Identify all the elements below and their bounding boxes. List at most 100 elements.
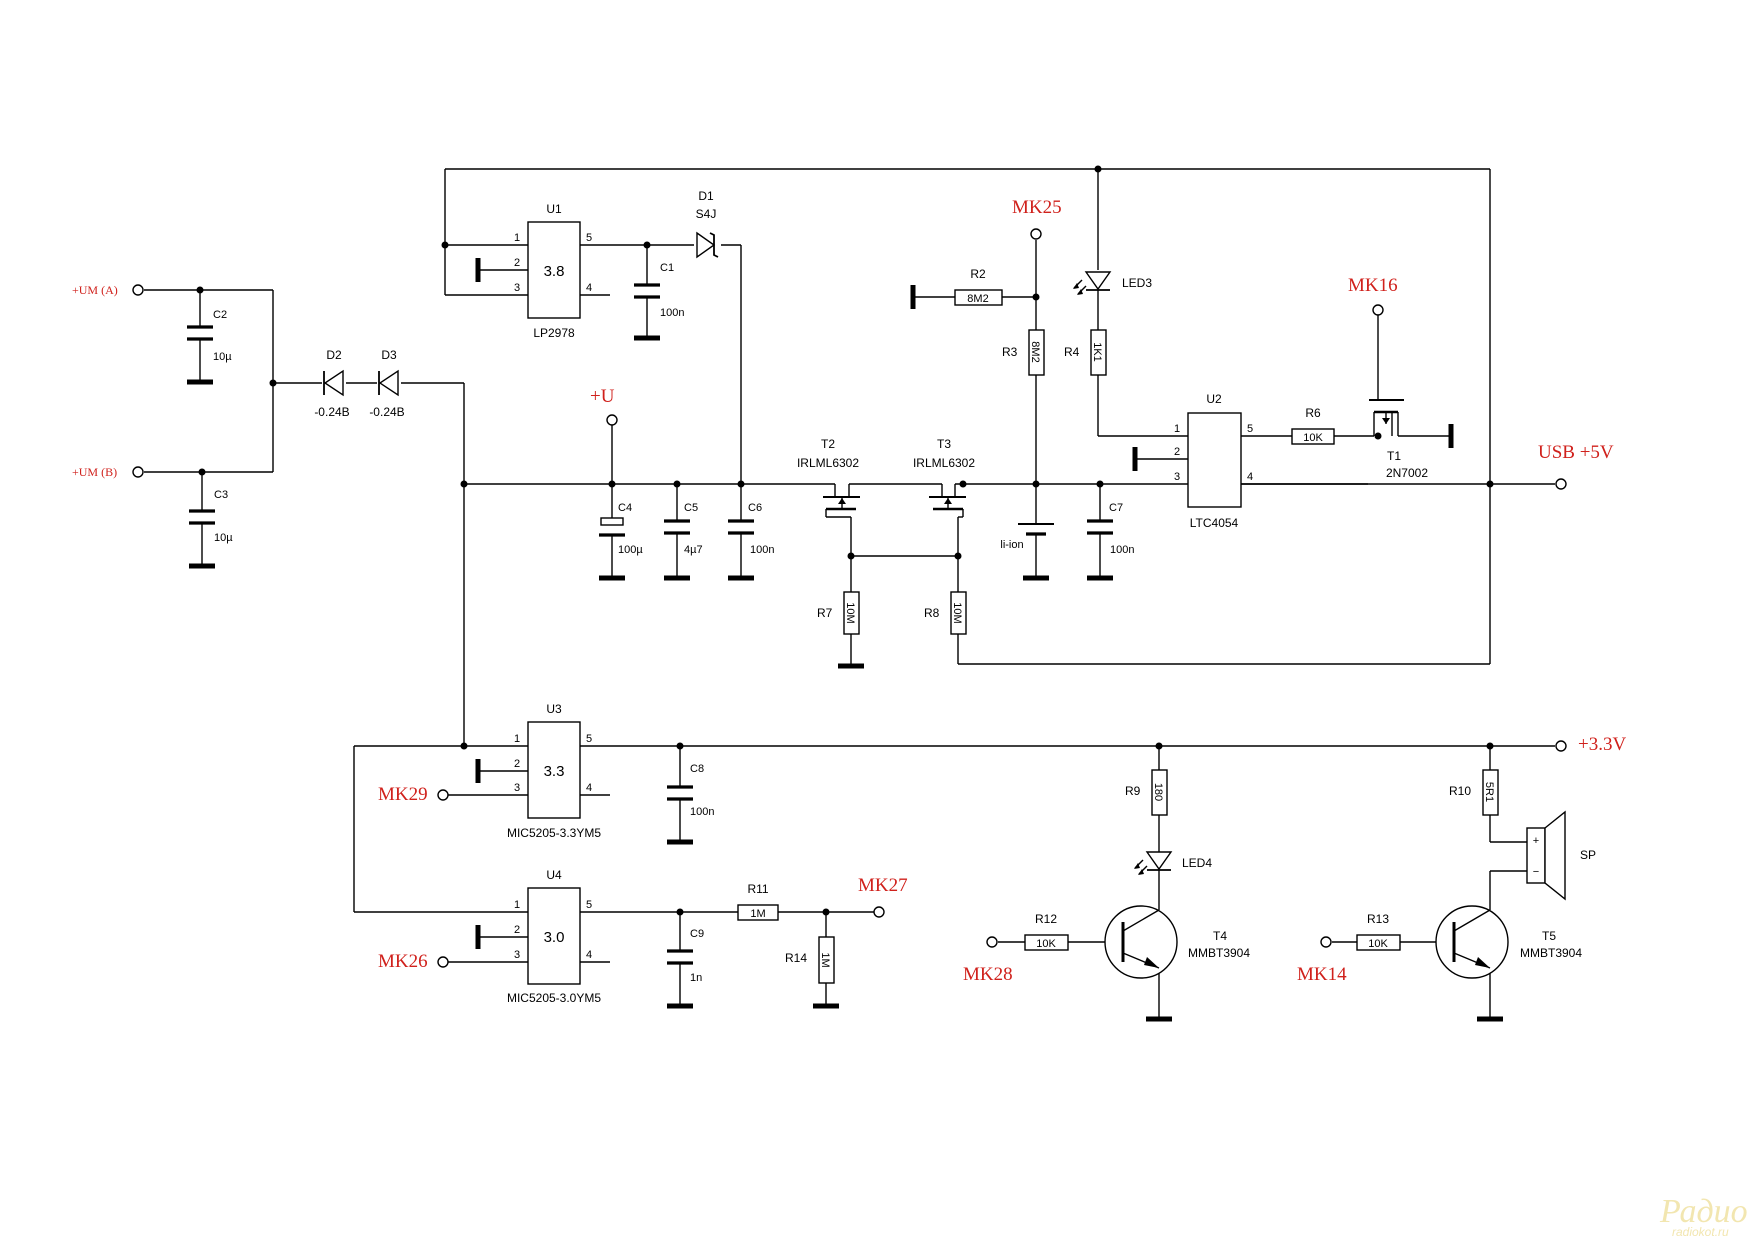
c4-ref: C4 xyxy=(618,502,632,514)
c3-ref: C3 xyxy=(214,489,228,501)
mk14-terminal xyxy=(1320,936,1332,948)
mosfet-t1: T1 2N7002 xyxy=(1369,399,1428,480)
u4-part: MIC5205-3.0YM5 xyxy=(507,991,601,1005)
sp-plus: + xyxy=(1533,835,1539,847)
sp-minus: − xyxy=(1533,866,1539,878)
u1-pin4: 4 xyxy=(586,282,592,294)
um-a-terminal xyxy=(132,284,144,296)
u2-pin4: 4 xyxy=(1247,471,1253,483)
r7-ref: R7 xyxy=(817,606,833,620)
net-3v3: +3.3V xyxy=(1578,734,1626,755)
r10-ref: R10 xyxy=(1449,784,1471,798)
mk28-terminal xyxy=(986,936,998,948)
led4: LED4 xyxy=(1134,851,1212,875)
capacitor-c9: C9 1n xyxy=(667,928,704,984)
battery-label: li-ion xyxy=(1000,539,1023,551)
u3-pin2: 2 xyxy=(514,758,520,770)
mk26-terminal xyxy=(437,956,449,968)
resistor-r14: 1M R14 xyxy=(785,936,835,984)
t4-part: MMBT3904 xyxy=(1188,946,1250,960)
c9-value: 1n xyxy=(690,972,702,984)
mosfet-t3: T3 IRLML6302 xyxy=(913,437,975,518)
u4-pin4: 4 xyxy=(586,949,592,961)
resistor-r9: 180 R9 xyxy=(1125,769,1168,816)
resistor-r7: 10M R7 xyxy=(817,591,860,635)
t5-part: MMBT3904 xyxy=(1520,946,1582,960)
r8-value: 10M xyxy=(951,602,963,623)
r3-value: 8M2 xyxy=(1029,341,1041,362)
u4-inner: 3.0 xyxy=(544,929,565,946)
t2-part: IRLML6302 xyxy=(797,456,859,470)
net-mk26: MK26 xyxy=(378,951,428,972)
capacitor-c8: C8 100n xyxy=(667,763,714,818)
r2-ref: R2 xyxy=(970,267,986,281)
u2-ref: U2 xyxy=(1206,392,1222,406)
capacitor-c4: C4 100µ xyxy=(599,502,643,556)
t2-ref: T2 xyxy=(821,437,835,451)
capacitor-c6: C6 100n xyxy=(728,502,774,556)
transistor-t4: T4 MMBT3904 xyxy=(1104,905,1250,979)
r13-value: 10K xyxy=(1368,938,1388,950)
r6-ref: R6 xyxy=(1305,406,1321,420)
led3: LED3 xyxy=(1073,271,1152,295)
r4-ref: R4 xyxy=(1064,345,1080,359)
plus-u-terminal xyxy=(606,414,618,426)
resistor-r13: 10K R13 xyxy=(1356,912,1401,951)
c2-ref: C2 xyxy=(213,309,227,321)
ground-symbols xyxy=(187,258,1503,1022)
u3-pin4: 4 xyxy=(586,782,592,794)
net-um-a: +UM (A) xyxy=(72,283,118,297)
t1-ref: T1 xyxy=(1387,449,1401,463)
u1-inner: 3.8 xyxy=(544,263,565,280)
net-mk16: MK16 xyxy=(1348,275,1398,296)
c1-ref: C1 xyxy=(660,262,674,274)
u3-pin3: 3 xyxy=(514,782,520,794)
r9-value: 180 xyxy=(1152,783,1164,801)
mk25-terminal xyxy=(1030,228,1042,240)
r2-value: 8M2 xyxy=(967,293,988,305)
junction-dots xyxy=(196,165,1494,916)
r10-value: 5R1 xyxy=(1483,782,1495,802)
t4-ref: T4 xyxy=(1213,929,1227,943)
net-plus-u: +U xyxy=(590,386,615,407)
test-points xyxy=(132,228,1567,968)
u1-pin3: 3 xyxy=(514,282,520,294)
u1-pin5: 5 xyxy=(586,232,592,244)
net-mk29: MK29 xyxy=(378,784,428,805)
u2-pin1: 1 xyxy=(1174,423,1180,435)
u1-pin1: 1 xyxy=(514,232,520,244)
resistor-r3: 8M2 R3 xyxy=(1002,329,1045,376)
capacitor-c1: C1 100n xyxy=(634,262,684,319)
wires xyxy=(144,168,1555,1017)
r9-ref: R9 xyxy=(1125,784,1141,798)
d2-value: -0.24В xyxy=(314,405,349,419)
resistor-r2: 8M2 R2 xyxy=(954,267,1003,306)
c5-value: 4µ7 xyxy=(684,544,703,556)
c6-value: 100n xyxy=(750,544,774,556)
d3-value: -0.24В xyxy=(369,405,404,419)
u4-pin2: 2 xyxy=(514,924,520,936)
mk27-terminal xyxy=(873,906,885,918)
watermark-site: radiokot.ru xyxy=(1672,1225,1729,1239)
u1-pin2: 2 xyxy=(514,257,520,269)
u1-ref: U1 xyxy=(546,202,562,216)
d3-ref: D3 xyxy=(381,348,397,362)
led4-ref: LED4 xyxy=(1182,856,1212,870)
c7-ref: C7 xyxy=(1109,502,1123,514)
u2-pin3: 3 xyxy=(1174,471,1180,483)
v33-terminal xyxy=(1555,740,1567,752)
u3-pin1: 1 xyxy=(514,733,520,745)
watermark-logo: Радио КОТ xyxy=(1659,1193,1754,1230)
c7-value: 100n xyxy=(1110,544,1134,556)
u3-ref: U3 xyxy=(546,702,562,716)
u2-pin5: 5 xyxy=(1247,423,1253,435)
watermark: Радио КОТ radiokot.ru xyxy=(1659,1193,1754,1239)
r6-value: 10K xyxy=(1303,432,1323,444)
r14-ref: R14 xyxy=(785,951,807,965)
u4-ic: 3.0 U4 MIC5205-3.0YM5 1 2 3 5 4 xyxy=(507,868,601,1005)
c6-ref: C6 xyxy=(748,502,762,514)
capacitor-c2: C2 10µ xyxy=(187,309,232,363)
u4-pin1: 1 xyxy=(514,899,520,911)
resistor-r6: 10K R6 xyxy=(1291,406,1335,445)
